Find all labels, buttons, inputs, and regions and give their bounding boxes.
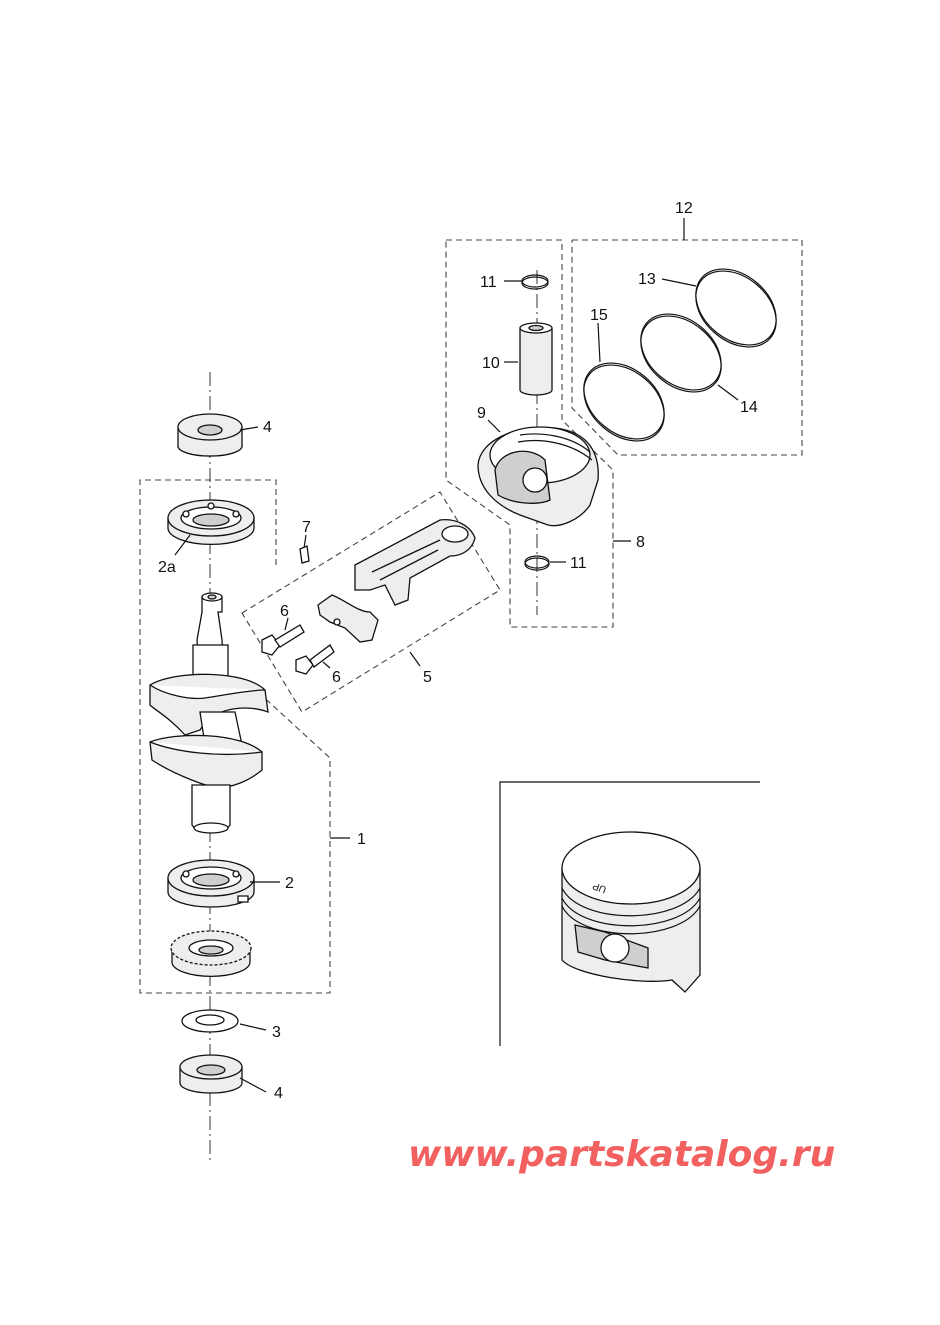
oil-seal-bottom bbox=[179, 1054, 243, 1094]
rod-bolt-lower bbox=[295, 644, 335, 675]
callout-15: 15 bbox=[590, 307, 608, 324]
ball-bearing-2 bbox=[167, 859, 255, 908]
connecting-rod-group-box bbox=[241, 491, 501, 713]
callout-12: 12 bbox=[675, 200, 693, 217]
leader-5 bbox=[409, 651, 421, 667]
thrust-washer bbox=[181, 1009, 239, 1033]
callout-2: 2 bbox=[285, 875, 294, 892]
leader-13 bbox=[661, 278, 697, 287]
crankshaft-group-box bbox=[139, 479, 331, 994]
ring-13-top bbox=[695, 268, 777, 348]
inset-piston-crown bbox=[561, 831, 701, 905]
piston bbox=[477, 426, 599, 527]
callout-6-lower: 6 bbox=[332, 669, 341, 686]
crankshaft bbox=[149, 592, 269, 834]
circlip-top bbox=[521, 274, 549, 290]
callout-9: 9 bbox=[477, 405, 486, 422]
ring-14-second bbox=[640, 313, 722, 393]
leader-7 bbox=[303, 534, 307, 549]
ring-set-group-box bbox=[571, 239, 803, 456]
callout-2a: 2a bbox=[158, 559, 176, 576]
callout-11-top: 11 bbox=[480, 274, 497, 291]
leader-4-top bbox=[239, 426, 259, 431]
leader-6-upper bbox=[284, 617, 289, 631]
circlip-bottom bbox=[524, 555, 550, 571]
callout-8: 8 bbox=[636, 534, 645, 551]
connecting-rod-cap bbox=[317, 594, 379, 643]
callout-11-bottom: 11 bbox=[570, 555, 587, 572]
leader-6-lower bbox=[322, 661, 331, 669]
piston-orientation-inset: UP bbox=[499, 781, 760, 1046]
leader-4-bottom bbox=[239, 1077, 267, 1093]
leader-9 bbox=[487, 419, 501, 433]
woodruff-key bbox=[299, 545, 310, 564]
ball-bearing-2a bbox=[167, 499, 255, 545]
connecting-rod bbox=[354, 519, 476, 606]
callout-6-upper: 6 bbox=[280, 603, 289, 620]
oil-seal-top bbox=[177, 413, 243, 457]
leader-2a bbox=[174, 534, 191, 556]
callout-4-top: 4 bbox=[263, 419, 272, 436]
inset-frame bbox=[499, 781, 760, 1046]
callout-7: 7 bbox=[302, 519, 311, 536]
callout-3: 3 bbox=[272, 1024, 281, 1041]
rod-bolt-upper bbox=[261, 624, 305, 656]
callout-5: 5 bbox=[423, 669, 432, 686]
timing-gear bbox=[170, 930, 252, 978]
inset-up-stamp: UP bbox=[591, 879, 608, 894]
piston-group-box bbox=[445, 239, 614, 628]
leader-14 bbox=[717, 384, 739, 401]
watermark-url: www.partskatalog.ru bbox=[408, 1134, 836, 1175]
callout-10: 10 bbox=[482, 355, 500, 372]
callout-4-bottom: 4 bbox=[274, 1085, 283, 1102]
ring-15-oil bbox=[583, 362, 665, 442]
piston-pin bbox=[519, 322, 553, 396]
leader-3 bbox=[239, 1023, 267, 1031]
callout-14: 14 bbox=[740, 399, 758, 416]
leader-15 bbox=[597, 322, 601, 363]
callout-1: 1 bbox=[357, 831, 366, 848]
callout-13: 13 bbox=[638, 271, 656, 288]
